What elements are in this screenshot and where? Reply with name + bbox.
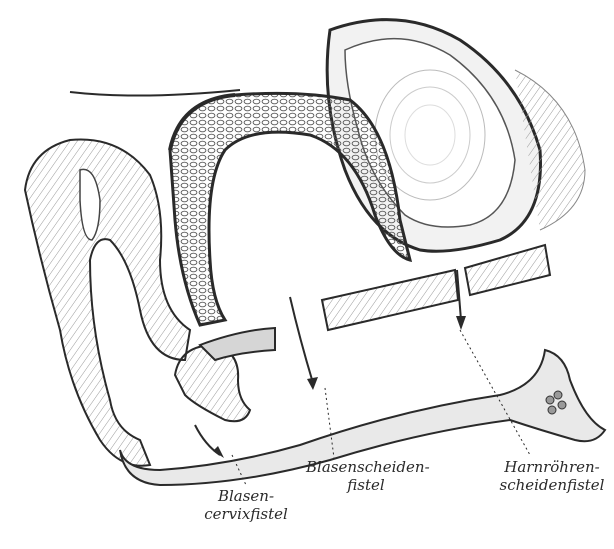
label-harn-line2: scheidenfistel [492,476,612,494]
label-scheiden-line1: Blasenscheiden- [306,458,426,476]
label-harnroehrenscheidenfistel: Harnröhren- scheidenfistel [492,458,612,494]
vaginal-wall [200,245,550,360]
peritoneum-line [70,90,240,96]
label-cervix-line2: cervixfistel [196,505,296,523]
label-harn-line1: Harnröhren- [492,458,612,476]
label-cervix-line1: Blasen- [196,487,296,505]
label-scheiden-line2: fistel [306,476,426,494]
uterus [25,139,190,465]
label-blasen-cervixfistel: Blasen- cervixfistel [196,487,296,523]
label-blasenscheidenfistel: Blasenscheiden- fistel [306,458,426,494]
